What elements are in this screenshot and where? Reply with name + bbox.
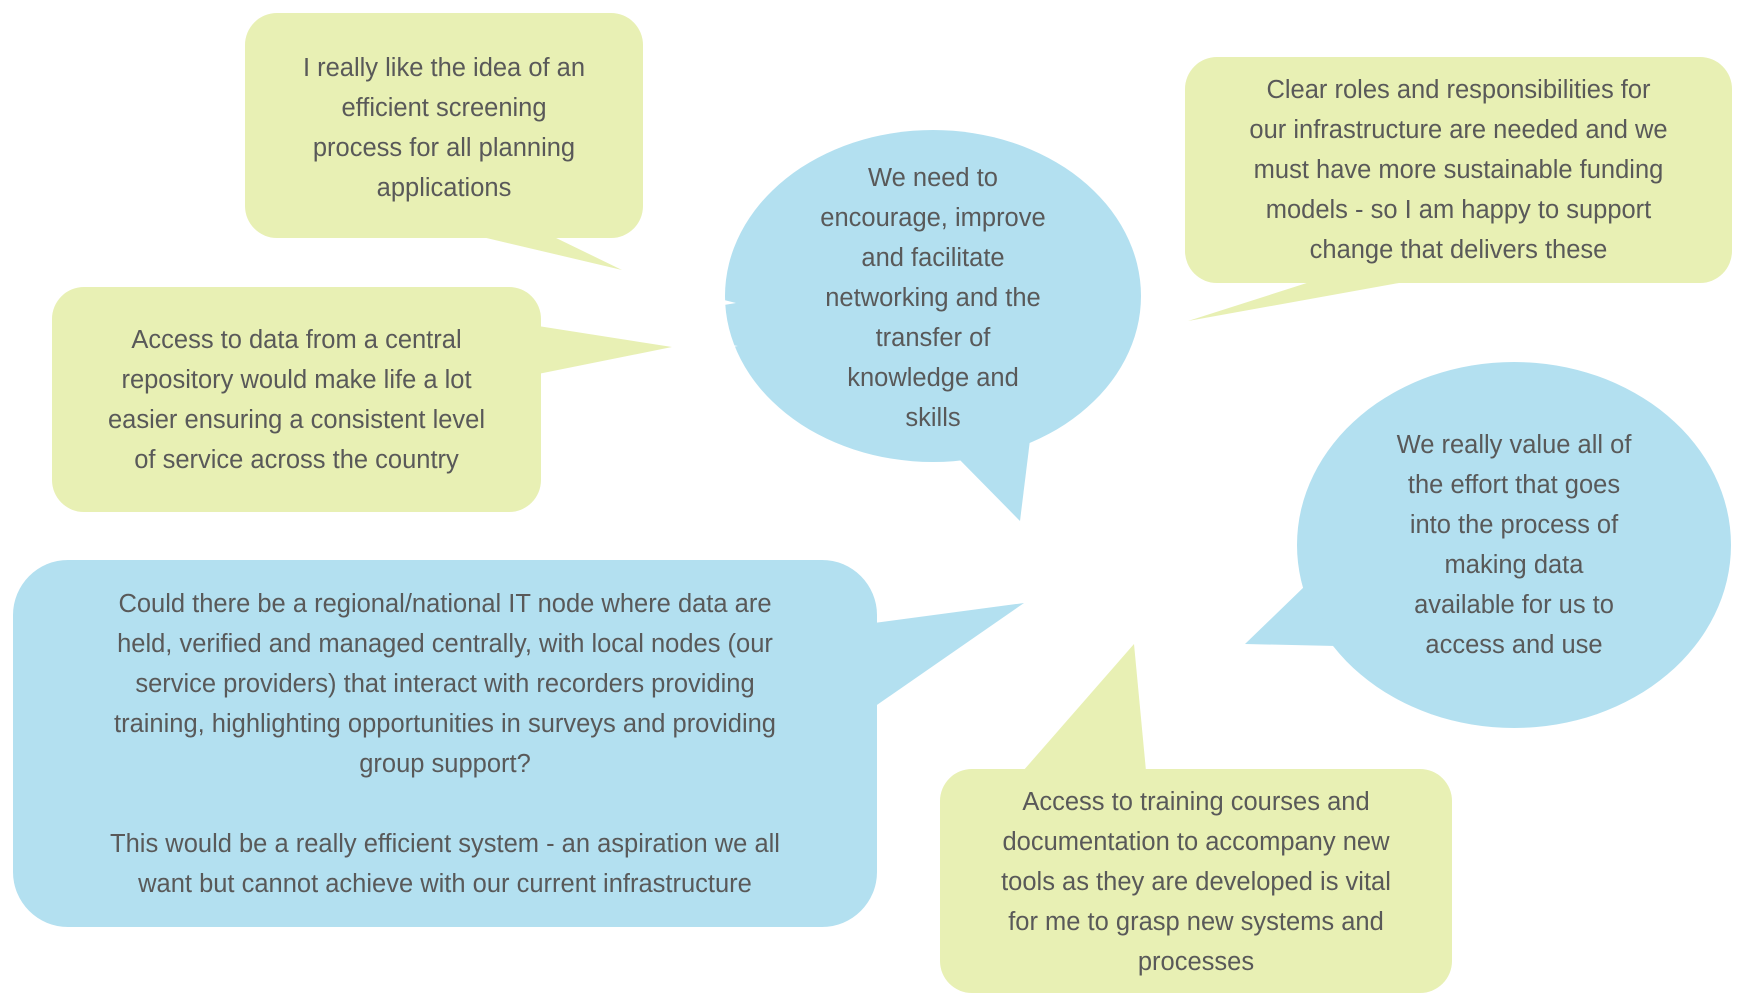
bubble-training-docs-shape [940, 644, 1452, 993]
bubble-it-node-shape [13, 560, 1024, 927]
text-line: documentation to accompany new [1002, 828, 1390, 856]
text-line: Clear roles and responsibilities for [1266, 76, 1651, 104]
bubble-roles-funding-text: Clear roles and responsibilities for our… [1185, 70, 1732, 270]
bubble-value-effort-shape [1245, 362, 1731, 728]
text-line: want but cannot achieve with our current… [138, 870, 752, 898]
text-line: This would be a really efficient system … [110, 830, 780, 858]
bubble-central-repository-shape [52, 287, 672, 512]
text-line: making data [1444, 551, 1584, 579]
text-line: Could there be a regional/national IT no… [118, 590, 772, 618]
bubble-networking-text: We need to encourage, improve and facili… [773, 158, 1093, 438]
text-line: training, highlighting opportunities in … [114, 710, 776, 738]
text-line: the effort that goes [1407, 471, 1621, 499]
text-line: skills [905, 404, 961, 432]
text-line: group support? [359, 750, 531, 778]
text-line: must have more sustainable funding [1253, 156, 1664, 184]
text-line: easier ensuring a consistent level [107, 406, 486, 434]
text-line: for me to grasp new systems and [1008, 908, 1384, 936]
text-line: and facilitate [861, 244, 1005, 272]
text-line: processes [1137, 948, 1255, 976]
bubble-screening-text: I really like the idea of an efficient s… [245, 48, 643, 208]
text-line: tools as they are developed is vital [1001, 868, 1391, 896]
text-line: access and use [1425, 631, 1603, 659]
paragraph-gap [13, 784, 877, 824]
text-line: encourage, improve [820, 204, 1046, 232]
text-line: of service across the country [134, 446, 459, 474]
bubble-training-docs-text: Access to training courses and documenta… [940, 782, 1452, 982]
text-line: applications [376, 174, 512, 202]
text-line: knowledge and [847, 364, 1019, 392]
text-line: efficient screening [341, 94, 547, 122]
text-line: networking and the [825, 284, 1041, 312]
text-line: Access to data from a central [131, 326, 462, 354]
bubble-value-effort-text: We really value all of the effort that g… [1364, 425, 1664, 665]
text-line: models - so I am happy to support [1265, 196, 1652, 224]
bubble-it-node-text: Could there be a regional/national IT no… [13, 584, 877, 904]
text-line: into the process of [1409, 511, 1619, 539]
text-line: I really like the idea of an [302, 54, 586, 82]
text-line: our infrastructure are needed and we [1249, 116, 1668, 144]
bubble-roles-funding-shape [1185, 57, 1732, 321]
text-line: held, verified and managed centrally, wi… [117, 630, 773, 658]
bubble-central-repository-text: Access to data from a central repository… [52, 320, 541, 480]
text-line: available for us to [1414, 591, 1614, 619]
text-line: change that delivers these [1309, 236, 1608, 264]
bubble-screening-shape [245, 13, 643, 270]
text-line: service providers) that interact with re… [135, 670, 755, 698]
bubble-networking-shape [724, 130, 1141, 521]
text-line: process for all planning [312, 134, 576, 162]
text-line: We really value all of [1396, 431, 1632, 459]
text-line: transfer of [875, 324, 991, 352]
text-line: We need to [868, 164, 998, 192]
text-line: Access to training courses and [1022, 788, 1370, 816]
text-line: repository would make life a lot [121, 366, 472, 394]
